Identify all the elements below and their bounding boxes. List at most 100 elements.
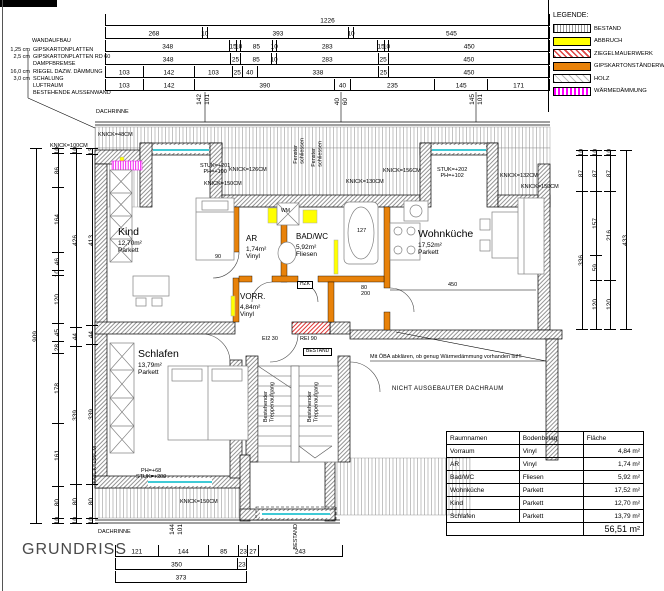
wall-note-layer: BESTEHENDE AUSSENWAND xyxy=(33,89,111,96)
legend-swatch-bestand xyxy=(553,24,591,33)
knick-label: KNICK=150CM xyxy=(180,499,218,505)
dim-segment: 338 xyxy=(258,66,380,78)
stairs-label-left: Bestehender Treppenaufgang xyxy=(263,382,276,423)
dim-segment: 413 xyxy=(86,155,98,326)
dim-segment: 23 xyxy=(238,558,247,570)
legend-item: ABBRUCH xyxy=(553,36,663,46)
legend-swatch-abbruch xyxy=(553,36,591,46)
desk-kind xyxy=(132,275,170,307)
room-label-schlafen: Schlafen 13,79m² Parkett xyxy=(138,348,179,376)
dim-segment: 13 xyxy=(86,148,98,156)
knick-label: KNICK=48CM xyxy=(98,132,133,138)
dim-segment: 59 xyxy=(590,256,602,281)
dim-segment: 339 xyxy=(70,347,82,486)
ziegel-wall-rei90 xyxy=(291,321,331,335)
dim-segment: 45 xyxy=(52,324,64,343)
left-dim-outer: 909 xyxy=(30,148,42,524)
dim-segment: 283 xyxy=(277,53,379,65)
washing-machine-label: WM xyxy=(281,208,290,214)
dim-segment: 87 xyxy=(604,156,616,193)
dim-segment: 80 xyxy=(86,485,98,519)
bathtub xyxy=(343,201,379,265)
dim-segment: 144 xyxy=(159,545,210,557)
window-dashed-frame xyxy=(255,506,337,521)
dim-segment: 103 xyxy=(195,66,233,78)
title-block-bar xyxy=(0,0,57,7)
dim-segment: 216 xyxy=(604,192,616,281)
legend-item: WÄRMEDÄMMUNG xyxy=(553,86,663,96)
dim-segment: 157 xyxy=(590,192,602,257)
table-total-row: 56,51 m² xyxy=(446,522,645,536)
dim-segment: 161 xyxy=(52,424,64,488)
kitchen-sink xyxy=(403,200,429,222)
mini-dim: 142 xyxy=(196,94,203,105)
door-size-label: 80 200 xyxy=(361,285,371,298)
dim-segment: 25 xyxy=(231,53,241,65)
mini-dim: 101 xyxy=(204,94,211,105)
stairs-label-right: Bestehender Treppenaufgang xyxy=(307,382,320,423)
dim-segment: 268 xyxy=(105,27,203,39)
right-dim-outer: 433 xyxy=(620,150,632,330)
furniture xyxy=(109,169,545,454)
stuk-ph-label: PH=+68 STUK=+200 xyxy=(136,468,167,481)
dim-segment: 15 xyxy=(378,40,385,52)
dim-segment: 15 xyxy=(230,40,237,52)
dim-segment: 142 xyxy=(144,79,196,91)
note-oeba: Mit ÖBA abklären, ob genug Wärmedämmung … xyxy=(370,354,522,360)
dim-segment: 85 xyxy=(241,53,273,65)
dim-segment: 909 xyxy=(30,148,42,524)
dim-segment: 10 xyxy=(270,53,278,65)
insulation-wall xyxy=(111,160,143,171)
stove xyxy=(389,222,421,261)
dim-segment: 10 xyxy=(604,149,616,157)
knick-label: KNICK=150CM xyxy=(204,181,242,187)
bottom-dim-row-3: 373 xyxy=(115,571,247,583)
dim-label: 90 xyxy=(215,254,222,260)
dim-segment: 28 xyxy=(52,342,64,354)
dim-segment: 433 xyxy=(620,150,632,330)
dim-segment: 121 xyxy=(115,545,159,557)
dim-segment: 545 xyxy=(354,27,550,39)
mini-dim: 144 xyxy=(169,524,176,535)
dim-segment: 10 xyxy=(201,27,208,39)
dim-segment: 27 xyxy=(248,545,259,557)
bed-kind xyxy=(195,197,235,261)
dim-segment: 145 xyxy=(435,79,489,91)
dim-segment: 243 xyxy=(259,545,344,557)
dim-segment: 23 xyxy=(239,545,249,557)
dim-segment: 350 xyxy=(115,558,239,570)
dim-segment: 339 xyxy=(86,345,98,486)
legend-title: LEGENDE: xyxy=(553,12,589,19)
dim-segment: 348 xyxy=(105,53,232,65)
dim-segment: 10 xyxy=(235,40,242,52)
dim-segment: 10 xyxy=(86,517,98,525)
dim-segment: 10 xyxy=(52,517,64,525)
dormer-interiors xyxy=(151,154,488,207)
dachrinne-label-bottom: DACHRINNE xyxy=(98,529,131,535)
knick-label: KNICK=156CM xyxy=(383,168,421,174)
note-dachraum: NICHT AUSGEBAUTER DACHRAUM xyxy=(392,386,504,392)
dim-segment: 450 xyxy=(389,53,550,65)
dim-segment: 40 xyxy=(335,79,351,91)
fenster-schliessen-label: Fenster schliessen xyxy=(311,141,324,167)
dim-segment: 120 xyxy=(52,276,64,324)
rei90-label: REI 90 xyxy=(300,336,317,342)
dim-segment: 120 xyxy=(590,281,602,330)
room-label-ar: AR 1,74m² Vinyl xyxy=(246,234,267,260)
